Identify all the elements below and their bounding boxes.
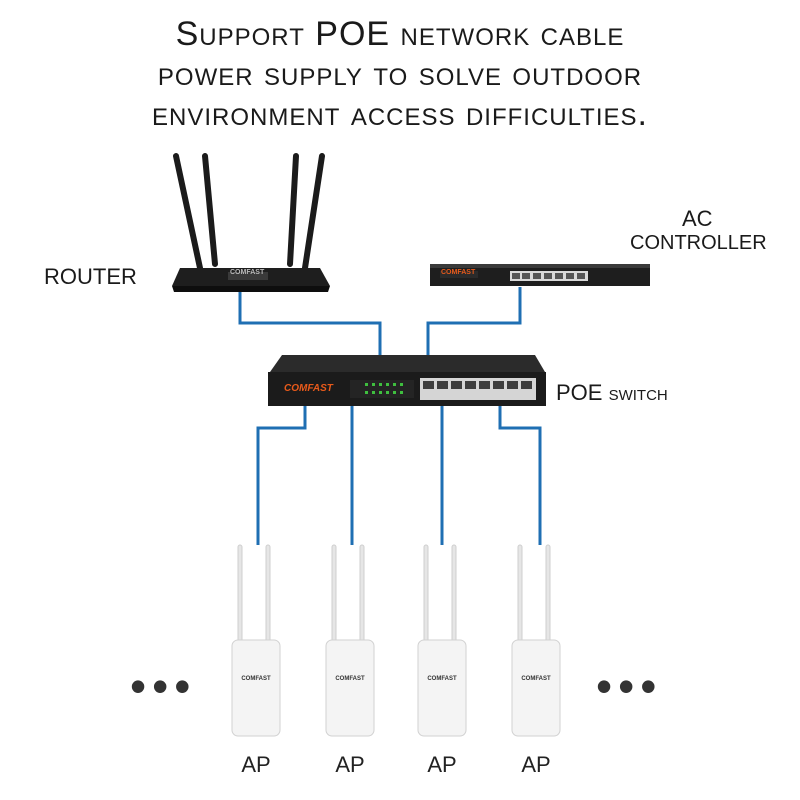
- headline-line-1: Support POE network cable: [175, 15, 625, 53]
- ap-label-2: AP: [335, 752, 365, 777]
- poe-switch-label: POE switch: [556, 380, 668, 405]
- switch-brand: COMFAST: [284, 383, 333, 394]
- ap-label-1: AP: [241, 752, 271, 777]
- access-point-2: [325, 544, 375, 737]
- headline-line-3: environment access difficulties.: [152, 95, 648, 133]
- access-point-3: [417, 544, 467, 737]
- ac-controller-brand: COMFAST: [441, 269, 476, 276]
- router-device: [172, 153, 330, 292]
- ac-controller-device: [430, 264, 650, 286]
- cable-switch-ap4: [498, 405, 542, 545]
- cables: [238, 287, 542, 545]
- ellipsis-right: •••: [596, 660, 663, 712]
- ellipsis-left: •••: [130, 660, 197, 712]
- access-point-1: [231, 544, 281, 737]
- ap4-brand: COMFAST: [521, 676, 551, 682]
- ac-label-line-1: AC: [682, 206, 713, 231]
- poe-switch-device: [268, 355, 546, 406]
- router-brand: COMFAST: [230, 269, 265, 276]
- ap-label-4: AP: [521, 752, 551, 777]
- headline-line-2: power supply to solve outdoor: [157, 55, 643, 93]
- ap-label-3: AP: [427, 752, 457, 777]
- router-label: ROUTER: [44, 264, 137, 289]
- cable-ac-switch: [426, 287, 522, 355]
- access-point-4: [511, 544, 561, 737]
- ac-label-line-2: CONTROLLER: [630, 232, 767, 254]
- ap2-brand: COMFAST: [335, 676, 365, 682]
- cable-switch-ap1: [256, 405, 307, 545]
- ap1-brand: COMFAST: [241, 676, 271, 682]
- ap3-brand: COMFAST: [427, 676, 457, 682]
- cable-router-switch: [238, 292, 382, 355]
